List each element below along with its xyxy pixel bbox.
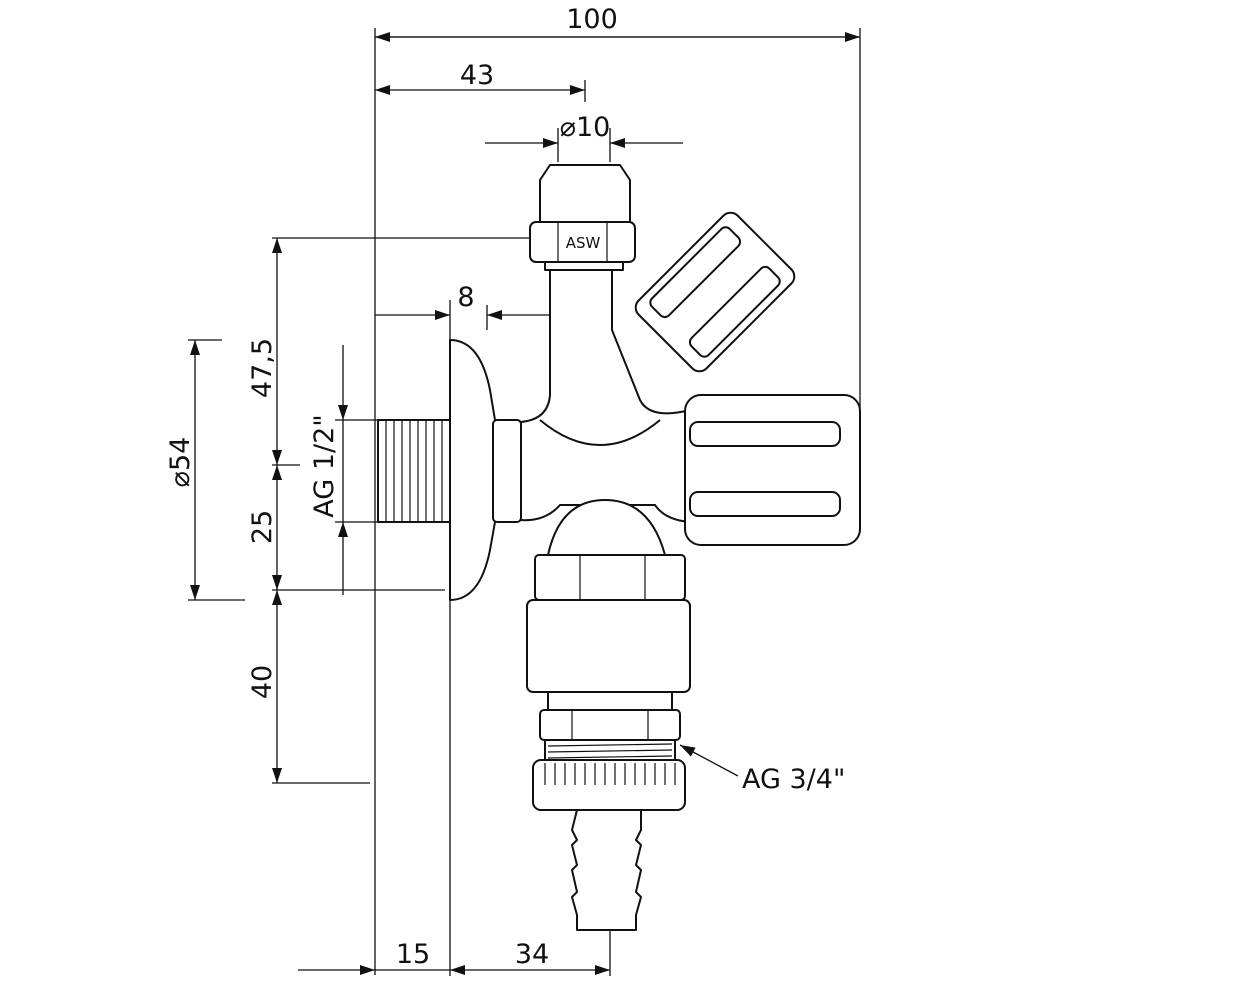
diagonal-handle (634, 211, 796, 373)
svg-text:15: 15 (396, 939, 430, 970)
knurled-coupling (532, 759, 686, 811)
svg-text:34: 34 (515, 939, 549, 970)
top-cap (539, 164, 631, 223)
dimension-heights: 47,5 25 40 (247, 237, 530, 784)
svg-text:AG 1/2": AG 1/2" (309, 414, 340, 517)
svg-text:40: 40 (247, 665, 278, 699)
svg-text:⌀54: ⌀54 (165, 437, 196, 488)
valve-body: ASW (377, 164, 861, 931)
brand-mark: ASW (566, 234, 601, 252)
dimension-rosette-diameter: ⌀54 (165, 339, 245, 601)
dimension-bottom: 15 34 (298, 600, 611, 976)
svg-text:25: 25 (247, 510, 278, 544)
dimension-inlet-thread: AG 1/2" (309, 345, 380, 595)
svg-text:8: 8 (457, 282, 474, 313)
dimension-rosette-depth: 8 (375, 282, 565, 340)
rosette (449, 339, 496, 601)
inlet-thread (377, 419, 451, 523)
svg-text:100: 100 (566, 4, 618, 35)
right-handle (684, 394, 861, 546)
dimension-overall-width: 100 (375, 4, 860, 42)
hose-barb (571, 809, 642, 931)
svg-text:47,5: 47,5 (247, 338, 278, 398)
outlet-nut (539, 709, 681, 741)
svg-text:AG 3/4": AG 3/4" (742, 764, 845, 795)
bottom-hex (534, 554, 686, 601)
svg-text:43: 43 (460, 60, 494, 91)
dimension-outlet-offset: 43 (375, 60, 586, 102)
leader-outlet-thread: AG 3/4" (679, 744, 845, 795)
dimension-diameter-top: ⌀10 (485, 112, 683, 162)
svg-text:⌀10: ⌀10 (560, 112, 611, 143)
outlet-sleeve (526, 599, 691, 693)
